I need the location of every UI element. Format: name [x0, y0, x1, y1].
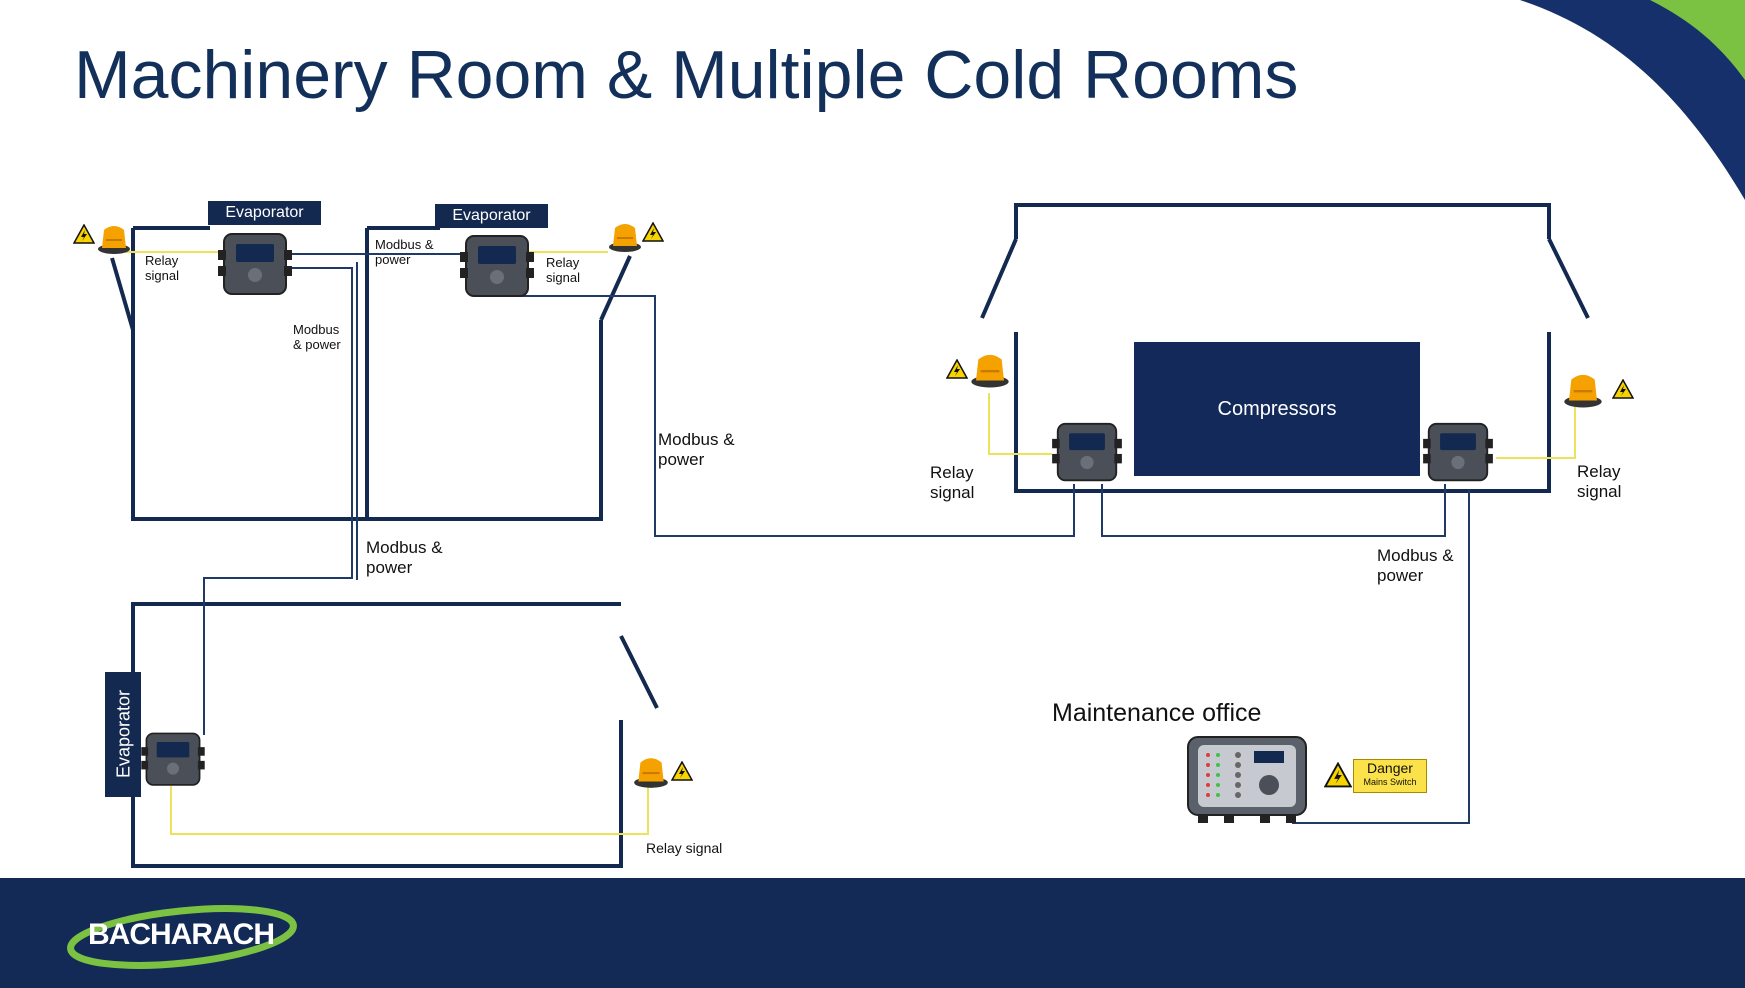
modbus-power-label-top: Modbus & power: [375, 237, 434, 267]
amber-beacon-icon: [1564, 374, 1602, 408]
modbus-power-label-right: Modbus & power: [1377, 546, 1454, 585]
danger-title: Danger: [1367, 760, 1413, 776]
warning-triangle-icon: [671, 761, 693, 781]
relay-signal-label-machine-left: Relay signal: [930, 463, 975, 502]
bacharach-logo: BACHARACH: [88, 918, 275, 951]
relay-signal-label-1: Relay signal: [145, 253, 179, 283]
evaporator-label-3-text: Evaporator: [113, 689, 134, 779]
gas-detector-icon: [218, 233, 292, 295]
warning-triangle-icon: [642, 222, 664, 242]
danger-subtitle: Mains Switch: [1363, 777, 1417, 787]
evaporator-label-1: Evaporator: [208, 201, 321, 225]
gas-detector-icon: [1423, 422, 1493, 482]
evaporator-label-3: Evaporator: [105, 672, 141, 797]
modbus-power-label-inner: Modbus & power: [293, 322, 341, 352]
amber-beacon-icon: [609, 224, 641, 252]
evaporator-label-2: Evaporator: [435, 204, 548, 228]
gas-detector-icon: [460, 235, 534, 297]
gas-detector-icon: [141, 732, 205, 786]
cold-room-2-walls: [365, 226, 632, 521]
modbus-power-label-mid: Modbus & power: [658, 430, 735, 469]
amber-beacon-icon: [98, 226, 130, 254]
bacharach-logo-swoosh: [67, 905, 297, 969]
warning-triangle-icon: [73, 224, 95, 244]
cold-room-3-walls: [131, 602, 659, 868]
relay-signal-label-2: Relay signal: [546, 255, 580, 285]
machinery-room-walls: [980, 203, 1590, 493]
high-voltage-icon: [1324, 762, 1352, 788]
modbus-power-label-center: Modbus & power: [366, 538, 443, 577]
gas-detector-icon: [1052, 422, 1122, 482]
page-title: Machinery Room & Multiple Cold Rooms: [74, 37, 1299, 113]
warning-triangle-icon: [946, 359, 968, 379]
warning-triangle-icon: [1612, 379, 1634, 399]
amber-beacon-icon: [971, 354, 1009, 388]
controller-panel-icon: [1187, 736, 1307, 823]
danger-mains-switch-sign: Danger Mains Switch: [1353, 759, 1427, 793]
modbus-power-wiring: [203, 253, 1470, 824]
relay-signal-label-machine-right: Relay signal: [1577, 462, 1622, 501]
relay-signal-label-bottom: Relay signal: [646, 840, 723, 856]
maintenance-office-label: Maintenance office: [1052, 699, 1262, 727]
compressors-unit: Compressors: [1134, 342, 1420, 476]
relay-signal-wiring: [125, 251, 1576, 835]
amber-beacon-icon: [634, 758, 668, 788]
